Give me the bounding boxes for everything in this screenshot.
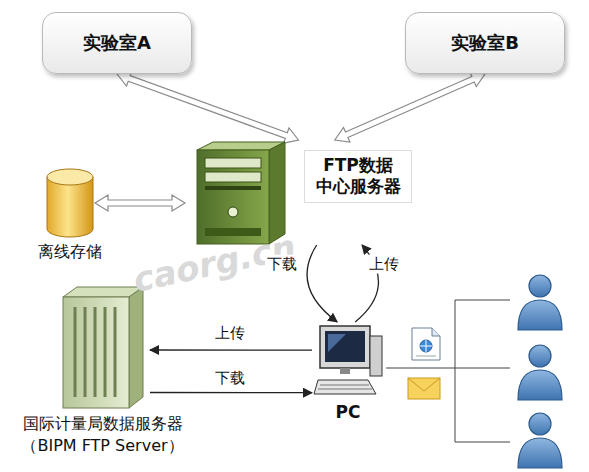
node-label: （BIPM FTP Server） bbox=[21, 436, 183, 456]
transfer-arrow bbox=[150, 392, 312, 393]
double-arrow bbox=[95, 195, 185, 211]
lab-label: 实验室B bbox=[451, 32, 519, 55]
double-arrow bbox=[335, 72, 485, 142]
user-links bbox=[386, 300, 510, 442]
pc-node: PC bbox=[312, 322, 384, 398]
edge-label: 下载 bbox=[213, 369, 247, 388]
node-label: 离线存储 bbox=[38, 242, 102, 262]
server-label: FTP数据 中心服务器 bbox=[304, 150, 412, 203]
edge-label: 上传 bbox=[367, 255, 401, 274]
node-label: PC bbox=[336, 402, 361, 423]
lab-box: 实验室B bbox=[405, 12, 565, 74]
transfer-arrow bbox=[307, 245, 337, 322]
bipm-server-node: 国际计量局数据服务器（BIPM FTP Server） bbox=[55, 285, 150, 410]
ftp-server-node: FTP数据 中心服务器 bbox=[185, 140, 412, 245]
node-label: 国际计量局数据服务器 bbox=[23, 414, 183, 434]
web-document-icon bbox=[412, 328, 440, 360]
user-icons bbox=[518, 275, 562, 468]
email-envelope-icon bbox=[408, 378, 440, 399]
rack-server-icon bbox=[55, 285, 150, 410]
lab-box: 实验室A bbox=[42, 12, 192, 74]
edge-label: 上传 bbox=[213, 324, 247, 343]
edge-label: 下载 bbox=[265, 255, 299, 274]
transfer-arrow bbox=[150, 349, 312, 350]
double-arrow bbox=[117, 71, 299, 143]
lab-label: 实验室A bbox=[83, 32, 151, 55]
pc-icon bbox=[312, 322, 384, 398]
storage-node: 离线存储 bbox=[45, 168, 95, 238]
storage-cylinder-icon bbox=[45, 168, 95, 238]
